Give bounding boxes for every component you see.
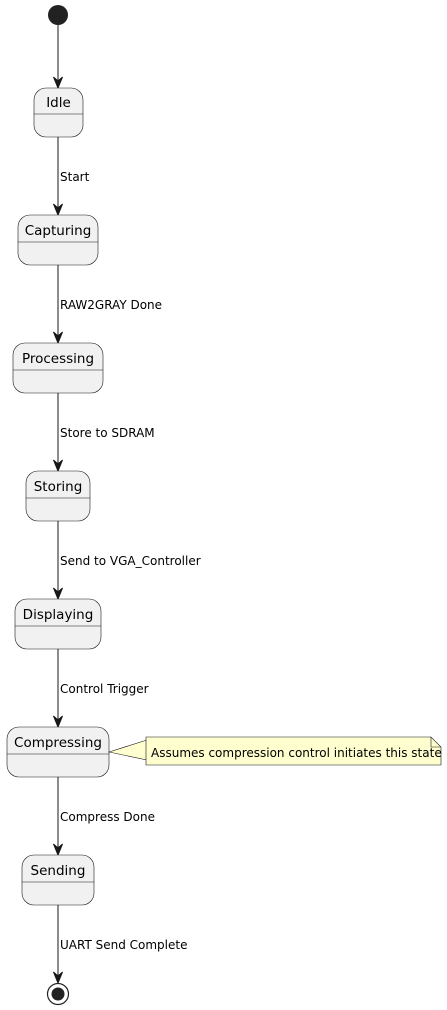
arrowhead-processing-storing [53, 459, 63, 473]
note-box [145, 736, 442, 766]
state-label-displaying: Displaying [23, 607, 94, 623]
state-label-sending: Sending [31, 863, 86, 879]
arrowhead-storing-displaying [53, 587, 63, 601]
arrowhead-displaying-compressing [53, 715, 63, 729]
state-processing: Processing [12, 342, 104, 394]
state-label-compressing: Compressing [14, 735, 102, 751]
arrowhead-sending-final [53, 971, 63, 985]
state-storing: Storing [25, 470, 91, 522]
transition-edges [53, 25, 63, 985]
note-fold [430, 737, 441, 748]
final-state [46, 982, 70, 1006]
transition-label-raw2gray-done: RAW2GRAY Done [60, 298, 162, 312]
transition-label-start: Start [60, 170, 90, 184]
state-label-processing: Processing [22, 351, 94, 367]
arrowhead-compressing-sending [53, 843, 63, 857]
transition-label-compress-done: Compress Done [60, 810, 155, 824]
state-capturing: Capturing [17, 214, 99, 266]
initial-state [48, 5, 68, 25]
state-label-storing: Storing [34, 479, 83, 495]
state-label-idle: Idle [46, 95, 71, 111]
arrowhead-capturing-processing [53, 331, 63, 345]
transition-label-control-trigger: Control Trigger [60, 682, 149, 696]
state-sending: Sending [21, 854, 95, 906]
state-compressing: Compressing [6, 726, 110, 778]
note-connector [107, 739, 148, 761]
state-idle: Idle [33, 87, 84, 138]
note-compressing: Assumes compression control initiates th… [107, 736, 442, 766]
state-displaying: Displaying [14, 598, 102, 650]
transition-label-send-to-vga: Send to VGA_Controller [60, 554, 201, 568]
transition-label-store-to-sdram: Store to SDRAM [60, 426, 155, 440]
arrowhead-initial-idle [53, 76, 63, 90]
arrowhead-idle-capturing [53, 203, 63, 217]
transition-labels: Start RAW2GRAY Done Store to SDRAM Send … [60, 170, 201, 952]
state-label-capturing: Capturing [25, 223, 92, 239]
transition-label-uart-send-complete: UART Send Complete [60, 938, 187, 952]
note-text: Assumes compression control initiates th… [151, 746, 442, 760]
